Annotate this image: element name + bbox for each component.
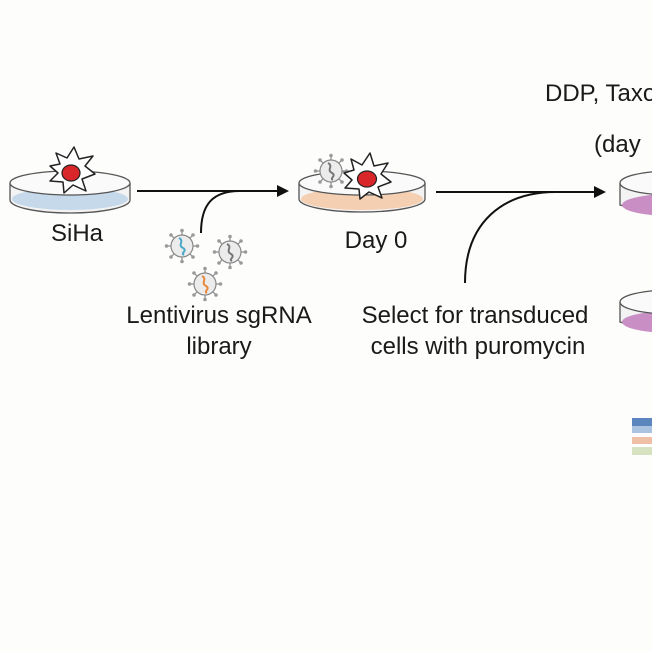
library-label-line2: library [186,333,251,360]
lentivirus-particle-icon [163,227,201,264]
treatment-label: DDP, Taxo [545,80,652,107]
siha-cell-icon [49,146,96,194]
treated-dish-top [619,171,652,216]
lentivirus-particle-icon [186,266,224,302]
curved-arrow-selection [464,191,557,284]
siha-label: SiHa [51,220,104,247]
library-label-line1: Lentivirus sgRNA [126,302,311,329]
lentivirus-particle-icon [211,233,249,270]
treatment-day-label: (day [594,131,641,158]
select-label-line2: cells with puromycin [371,333,586,360]
curved-arrow-library [200,190,241,234]
sequencing-bands [632,418,652,455]
day0-cell-icon [343,152,392,200]
day0-label: Day 0 [345,227,408,254]
select-label-line1: Select for transduced [362,302,589,329]
day0-virus-icon [313,152,349,190]
treated-dish-bottom [619,290,652,333]
